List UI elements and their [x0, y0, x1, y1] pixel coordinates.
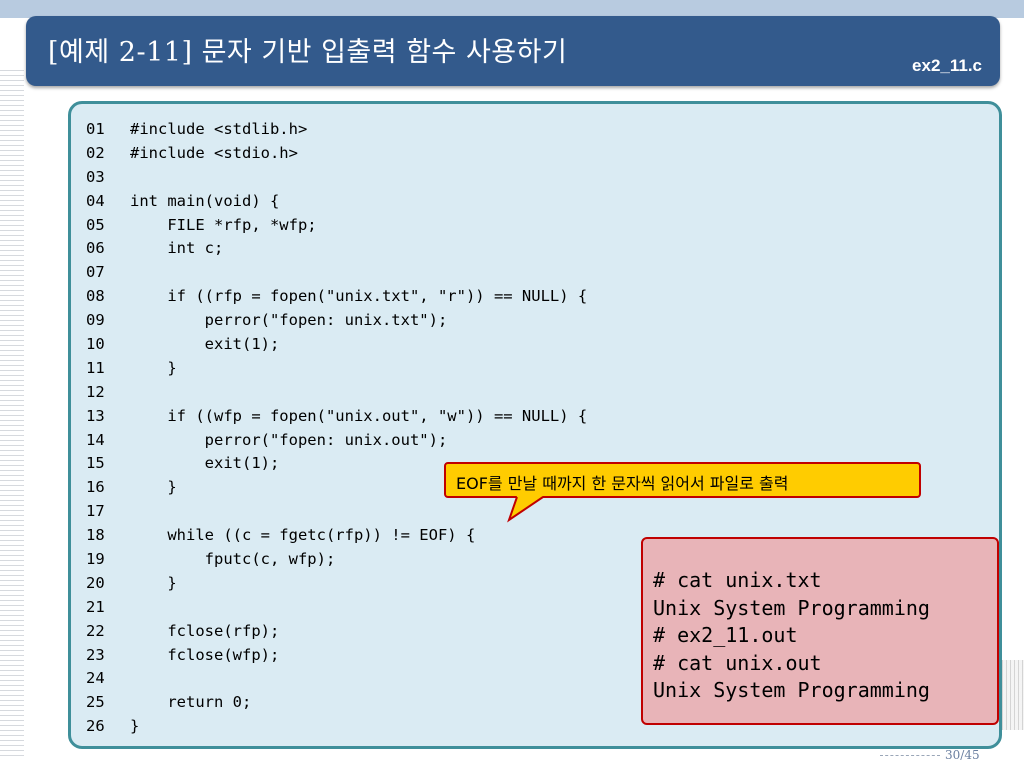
- code-text: int main(void) {: [130, 191, 280, 210]
- code-text: int c;: [130, 239, 224, 258]
- line-number: 26: [86, 717, 105, 736]
- code-text: }: [130, 358, 177, 377]
- code-text: exit(1);: [130, 454, 280, 473]
- line-number: 18: [86, 526, 105, 545]
- code-line: 17: [86, 500, 587, 524]
- code-line: 06 int c;: [86, 237, 587, 261]
- code-line: 14 perror("fopen: unix.out");: [86, 429, 587, 453]
- line-number: 17: [86, 502, 105, 521]
- code-line: 10 exit(1);: [86, 333, 587, 357]
- line-number: 14: [86, 430, 105, 449]
- code-text: fclose(rfp);: [130, 621, 280, 640]
- code-line: 05 FILE *rfp, *wfp;: [86, 214, 587, 238]
- output-line: # cat unix.txt: [653, 568, 822, 592]
- line-number: 19: [86, 550, 105, 569]
- slide-title: [예제 2-11] 문자 기반 입출력 함수 사용하기: [48, 37, 568, 68]
- code-text: perror("fopen: unix.txt");: [130, 311, 448, 330]
- output-line: # cat unix.out: [653, 650, 822, 675]
- code-line: 22 fclose(rfp);: [86, 620, 587, 644]
- left-decor-lines: [0, 70, 24, 760]
- code-text: if ((wfp = fopen("unix.out", "w")) == NU…: [130, 406, 588, 425]
- code-line: 19 fputc(c, wfp);: [86, 548, 587, 572]
- line-number: 08: [86, 287, 105, 306]
- code-line: 03: [86, 166, 587, 190]
- callout-box: EOF를 만날 때까지 한 문자씩 읽어서 파일로 출력: [444, 462, 921, 498]
- code-line: 15 exit(1);: [86, 452, 587, 476]
- title-bar: [예제 2-11] 문자 기반 입출력 함수 사용하기 ex2_11.c: [26, 16, 1000, 86]
- code-line: 26}: [86, 715, 587, 739]
- code-line: 11 }: [86, 357, 587, 381]
- line-number: 24: [86, 669, 105, 688]
- output-line: # ex2_11.out: [653, 623, 798, 647]
- output-line: Unix System Programming: [653, 595, 930, 620]
- code-text: }: [130, 717, 140, 736]
- code-text: exit(1);: [130, 335, 280, 354]
- code-line: 18 while ((c = fgetc(rfp)) != EOF) {: [86, 524, 587, 548]
- line-number: 23: [86, 645, 105, 664]
- line-number: 21: [86, 597, 105, 616]
- code-line: 04 int main(void) {: [86, 190, 587, 214]
- code-line: 08 if ((rfp = fopen("unix.txt", "r")) ==…: [86, 285, 587, 309]
- code-line: 21: [86, 596, 587, 620]
- code-text: fclose(wfp);: [130, 645, 280, 664]
- top-decor-band: [0, 0, 1024, 18]
- code-line: 20 }: [86, 572, 587, 596]
- code-listing: 01 #include <stdlib.h> 02 #include <stdio.h…: [86, 118, 587, 739]
- code-line: 02 #include <stdio.h>: [86, 142, 587, 166]
- line-number: 10: [86, 335, 105, 354]
- callout-text: EOF를 만날 때까지 한 문자씩 읽어서 파일로 출력: [456, 474, 789, 493]
- line-number: 05: [86, 215, 105, 234]
- page-divider: [880, 755, 940, 758]
- line-number: 09: [86, 311, 105, 330]
- line-number: 16: [86, 478, 105, 497]
- code-line: 01 #include <stdlib.h>: [86, 118, 587, 142]
- code-line: 09 perror("fopen: unix.txt");: [86, 309, 587, 333]
- code-text: fputc(c, wfp);: [130, 550, 336, 569]
- code-line: 13 if ((wfp = fopen("unix.out", "w")) ==…: [86, 405, 587, 429]
- line-number: 04: [86, 191, 105, 210]
- code-text: }: [130, 478, 177, 497]
- code-text: #include <stdlib.h>: [130, 120, 308, 138]
- page-number: 30/45: [945, 748, 980, 762]
- code-line: 16 }: [86, 476, 587, 500]
- code-text: }: [130, 573, 177, 592]
- code-text: perror("fopen: unix.out");: [130, 430, 448, 449]
- code-line: 25 return 0;: [86, 691, 587, 715]
- output-line: Unix System Programming: [653, 678, 930, 702]
- line-number: 02: [86, 143, 105, 162]
- line-number: 22: [86, 621, 105, 640]
- line-number: 03: [86, 167, 105, 186]
- code-line: 07: [86, 261, 587, 285]
- file-name-label: ex2_11.c: [912, 56, 982, 75]
- line-number: 25: [86, 693, 105, 712]
- building-decor-image: [1002, 660, 1024, 730]
- line-number: 01: [86, 120, 105, 138]
- code-line: 23 fclose(wfp);: [86, 644, 587, 668]
- line-number: 06: [86, 239, 105, 258]
- line-number: 12: [86, 382, 105, 401]
- line-number: 15: [86, 454, 105, 473]
- code-line: 12: [86, 381, 587, 405]
- line-number: 20: [86, 573, 105, 592]
- code-text: return 0;: [130, 693, 252, 712]
- line-number: 07: [86, 263, 105, 282]
- callout-tail: [507, 496, 544, 523]
- code-line: 24: [86, 667, 587, 691]
- line-number: 13: [86, 406, 105, 425]
- code-text: FILE *rfp, *wfp;: [130, 215, 317, 234]
- code-text: while ((c = fgetc(rfp)) != EOF) {: [130, 526, 476, 545]
- line-number: 11: [86, 358, 105, 377]
- code-text: #include <stdio.h>: [130, 143, 298, 162]
- code-text: if ((rfp = fopen("unix.txt", "r")) == NU…: [130, 287, 588, 306]
